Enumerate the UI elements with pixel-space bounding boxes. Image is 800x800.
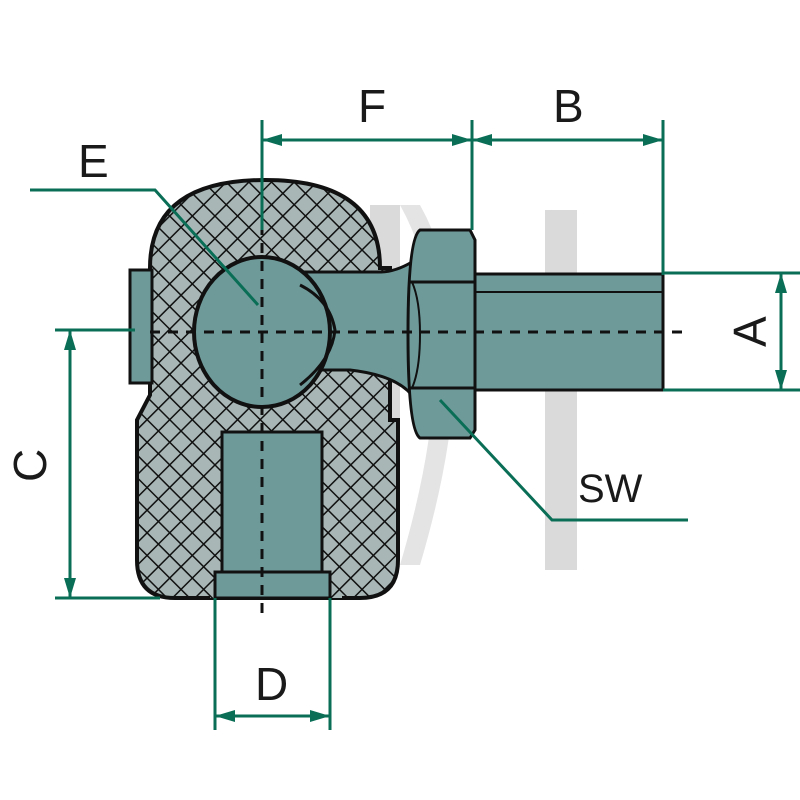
center-lines	[150, 225, 690, 615]
label-b: B	[553, 80, 584, 132]
hex-nut	[406, 228, 477, 440]
label-a: A	[724, 316, 776, 347]
label-e: E	[78, 135, 109, 187]
label-sw: SW	[578, 467, 643, 511]
bore-insert	[210, 430, 342, 600]
label-c: C	[4, 449, 56, 482]
left-cap	[128, 268, 154, 385]
label-f: F	[358, 80, 386, 132]
dimension-lines	[30, 120, 800, 730]
label-d: D	[255, 658, 288, 710]
